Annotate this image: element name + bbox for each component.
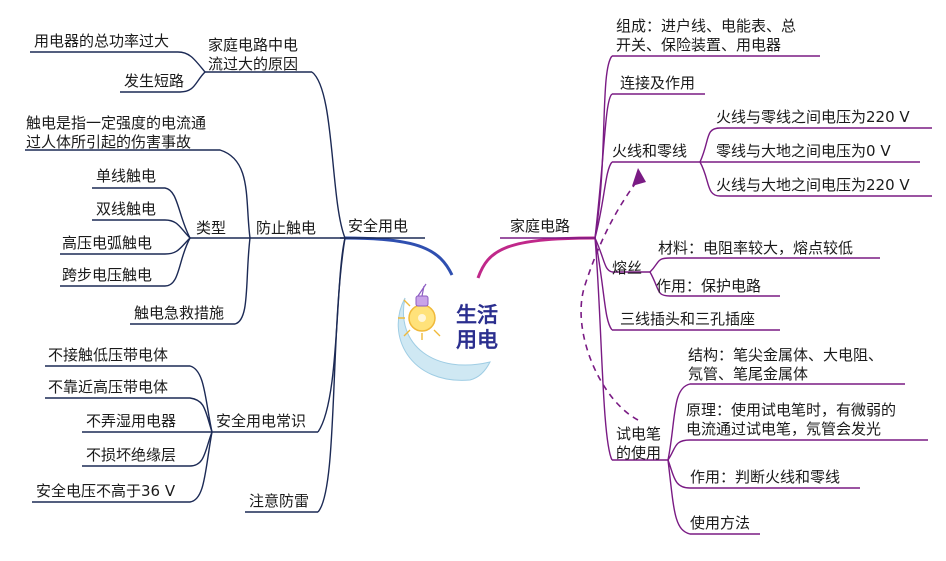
node-cause-overpower: 用电器的总功率过大 (34, 32, 170, 50)
node-common-insulation: 不损坏绝缘层 (86, 446, 177, 464)
node-safe-electricity: 安全用电 (348, 217, 409, 235)
node-tester-structure: 结构：笔尖金属体、大电阻、 氖管、笔尾金属体 (688, 346, 884, 383)
node-tester-usage: 试电笔 的使用 (616, 425, 662, 462)
node-common-keep-dry: 不弄湿用电器 (86, 412, 177, 430)
lightbulb-icon (398, 283, 441, 340)
node-safety-common-sense: 安全用电常识 (216, 412, 307, 430)
node-shock-rescue: 触电急救措施 (134, 304, 225, 322)
node-type-single-wire: 单线触电 (96, 167, 157, 185)
node-tester-principle: 原理：使用试电笔时，有微弱的 电流通过试电笔，氖管会发光 (686, 401, 897, 438)
node-overcurrent-causes: 家庭电路中电 流过大的原因 (208, 36, 299, 73)
node-shock-definition: 触电是指一定强度的电流通 过人体所引起的伤害事故 (26, 114, 207, 151)
node-type-double-wire: 双线触电 (96, 200, 157, 218)
node-wire-neutral-ground: 零线与大地之间电压为0 V (716, 142, 891, 160)
node-common-safe-voltage: 安全电压不高于36 V (36, 482, 176, 500)
node-common-high-voltage: 不靠近高压带电体 (48, 378, 169, 396)
node-cause-short-circuit: 发生短路 (124, 72, 185, 90)
node-lightning: 注意防雷 (249, 492, 310, 510)
node-common-low-voltage: 不接触低压带电体 (48, 346, 169, 364)
node-type-hv-arc: 高压电弧触电 (62, 234, 153, 252)
arrow-head (632, 168, 646, 186)
node-tester-function: 作用：判断火线和零线 (690, 468, 841, 486)
node-fuse: 熔丝 (612, 259, 643, 277)
node-fuse-material: 材料：电阻率较大，熔点较低 (658, 239, 854, 257)
node-shock-types: 类型 (196, 219, 227, 237)
node-fuse-function: 作用：保护电路 (656, 277, 762, 295)
node-three-pin-plug: 三线插头和三孔插座 (620, 310, 756, 328)
center-title: 生活 用电 (456, 303, 498, 352)
left-branch-lines (25, 51, 454, 513)
node-wire-live-ground: 火线与大地之间电压为220 V (716, 176, 910, 194)
center-emblem (397, 283, 491, 381)
node-type-step-voltage: 跨步电压触电 (62, 266, 153, 284)
right-branch-lines (476, 55, 932, 535)
node-connection: 连接及作用 (620, 74, 696, 92)
node-composition: 组成：进户线、电能表、总 开关、保险装置、用电器 (616, 17, 797, 54)
crescent-moon (397, 297, 491, 381)
node-tester-method: 使用方法 (690, 514, 751, 532)
node-live-neutral: 火线和零线 (612, 142, 688, 160)
node-wire-live-neutral: 火线与零线之间电压为220 V (716, 108, 910, 126)
node-home-circuit: 家庭电路 (510, 217, 571, 235)
dashed-arrow (580, 179, 639, 421)
node-prevent-shock: 防止触电 (256, 219, 317, 237)
